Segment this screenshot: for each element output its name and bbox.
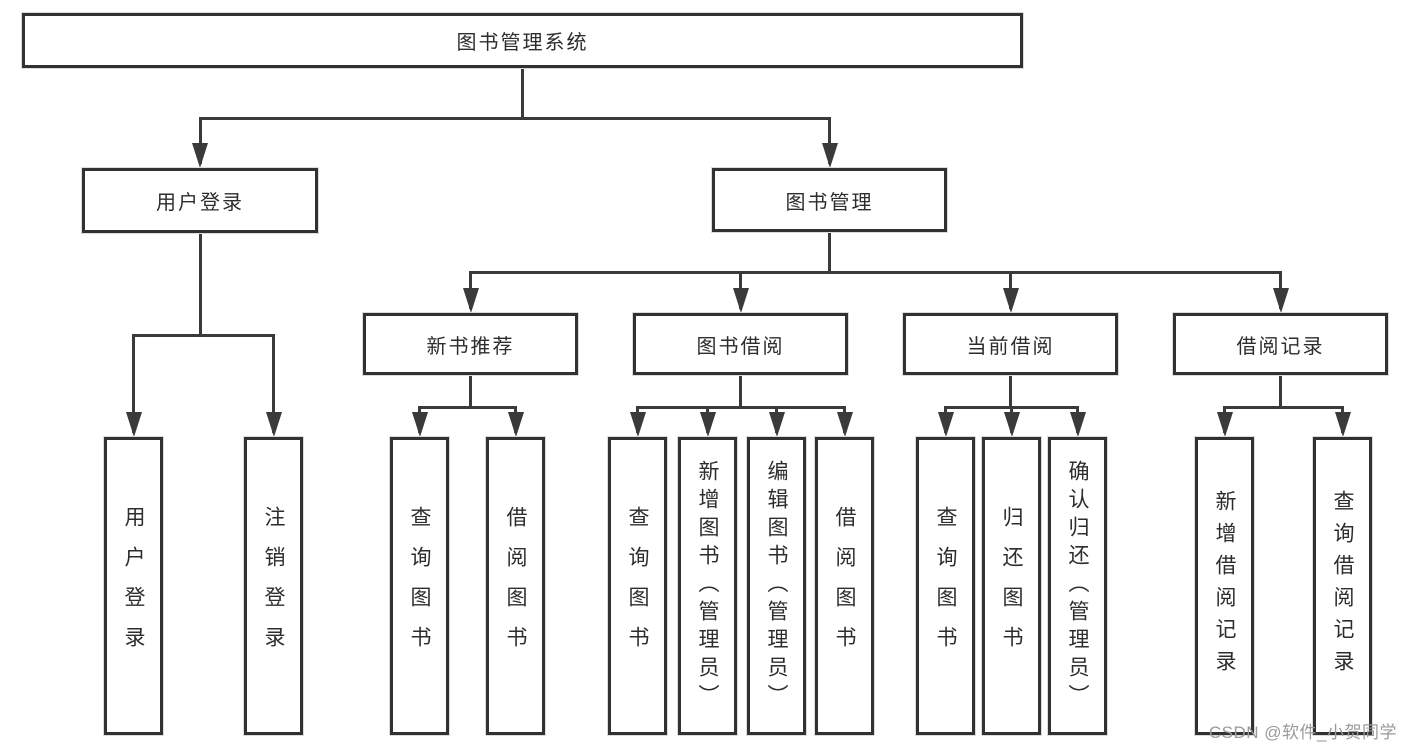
- node-label: 确认归还（管理员）: [1066, 460, 1089, 712]
- arrowhead-icon: [732, 288, 749, 313]
- arrowhead-icon: [462, 288, 479, 313]
- connector-line: [828, 232, 831, 272]
- connector-line: [132, 333, 275, 337]
- connector-line: [272, 335, 275, 433]
- arrowhead-icon: [265, 412, 282, 437]
- leaf-current-query-book: 查询图书: [916, 437, 975, 735]
- arrowhead-icon: [1003, 412, 1020, 437]
- node-label: 借阅图书: [504, 506, 527, 666]
- node-label: 查询图书: [626, 506, 649, 666]
- leaf-confirm-return-admin: 确认归还（管理员）: [1048, 437, 1107, 735]
- node-label: 查询借阅记录: [1331, 490, 1354, 682]
- node-borrowing-records: 借阅记录: [1173, 313, 1388, 375]
- connector-line: [198, 116, 831, 120]
- leaf-add-book-admin: 新增图书（管理员）: [678, 437, 737, 735]
- arrowhead-icon: [1069, 412, 1086, 437]
- arrowhead-icon: [1334, 412, 1351, 437]
- leaf-logout: 注销登录: [244, 437, 303, 735]
- connector-line: [198, 118, 202, 164]
- arrowhead-icon: [1216, 412, 1233, 437]
- arrowhead-icon: [1002, 288, 1019, 313]
- leaf-recommend-query-book: 查询图书: [390, 437, 449, 735]
- connector-line: [132, 335, 135, 433]
- node-label: 图书管理: [785, 191, 874, 214]
- connector-line: [1223, 405, 1344, 409]
- connector-line: [636, 405, 846, 409]
- connector-line: [418, 405, 517, 409]
- node-label: 归还图书: [1000, 506, 1023, 666]
- arrowhead-icon: [821, 143, 838, 168]
- leaf-recommend-borrow-book: 借阅图书: [486, 437, 545, 735]
- arrowhead-icon: [768, 412, 785, 437]
- leaf-return-book: 归还图书: [982, 437, 1041, 735]
- leaf-borrowing-borrow-book: 借阅图书: [815, 437, 874, 735]
- node-label: 新书推荐: [426, 335, 515, 358]
- arrowhead-icon: [507, 412, 524, 437]
- node-user-login: 用户登录: [82, 168, 318, 233]
- node-label: 注销登录: [262, 506, 285, 666]
- node-book-management: 图书管理: [712, 168, 947, 232]
- arrowhead-icon: [411, 412, 428, 437]
- node-library-management-system: 图书管理系统: [22, 13, 1023, 68]
- connector-line: [469, 270, 1282, 274]
- connector-line: [520, 68, 524, 118]
- node-label: 图书管理系统: [456, 32, 589, 54]
- arrowhead-icon: [125, 412, 142, 437]
- leaf-borrowing-query-book: 查询图书: [608, 437, 667, 735]
- node-label: 新增借阅记录: [1213, 490, 1236, 682]
- node-label: 借阅记录: [1236, 335, 1325, 358]
- arrowhead-icon: [1272, 288, 1289, 313]
- node-label: 借阅图书: [833, 506, 856, 666]
- watermark: CSDN @软件_小贺同学: [1208, 723, 1397, 742]
- node-label: 查询图书: [408, 506, 431, 666]
- node-label: 新增图书（管理员）: [696, 460, 719, 712]
- node-label: 图书借阅: [696, 335, 785, 358]
- connector-line: [198, 233, 202, 335]
- arrowhead-icon: [192, 143, 208, 168]
- connector-line: [1009, 375, 1012, 407]
- node-label: 用户登录: [122, 506, 145, 666]
- arrowhead-icon: [629, 412, 646, 437]
- leaf-query-borrow-record: 查询借阅记录: [1313, 437, 1372, 735]
- connector-line: [739, 375, 742, 407]
- node-label: 查询图书: [934, 506, 957, 666]
- node-new-book-recommendation: 新书推荐: [363, 313, 578, 375]
- arrowhead-icon: [937, 412, 954, 437]
- arrowhead-icon: [836, 412, 853, 437]
- leaf-add-borrow-record: 新增借阅记录: [1195, 437, 1254, 735]
- node-label: 编辑图书（管理员）: [765, 460, 788, 712]
- arrowhead-icon: [699, 412, 716, 437]
- node-label: 用户登录: [156, 192, 244, 214]
- connector-line: [1279, 375, 1282, 407]
- node-book-borrowing: 图书借阅: [633, 313, 848, 375]
- leaf-user-login: 用户登录: [104, 437, 163, 735]
- node-current-borrowing: 当前借阅: [903, 313, 1118, 375]
- leaf-edit-book-admin: 编辑图书（管理员）: [747, 437, 806, 735]
- connector-line: [469, 375, 472, 407]
- node-label: 当前借阅: [966, 335, 1055, 358]
- connector-line: [828, 118, 831, 164]
